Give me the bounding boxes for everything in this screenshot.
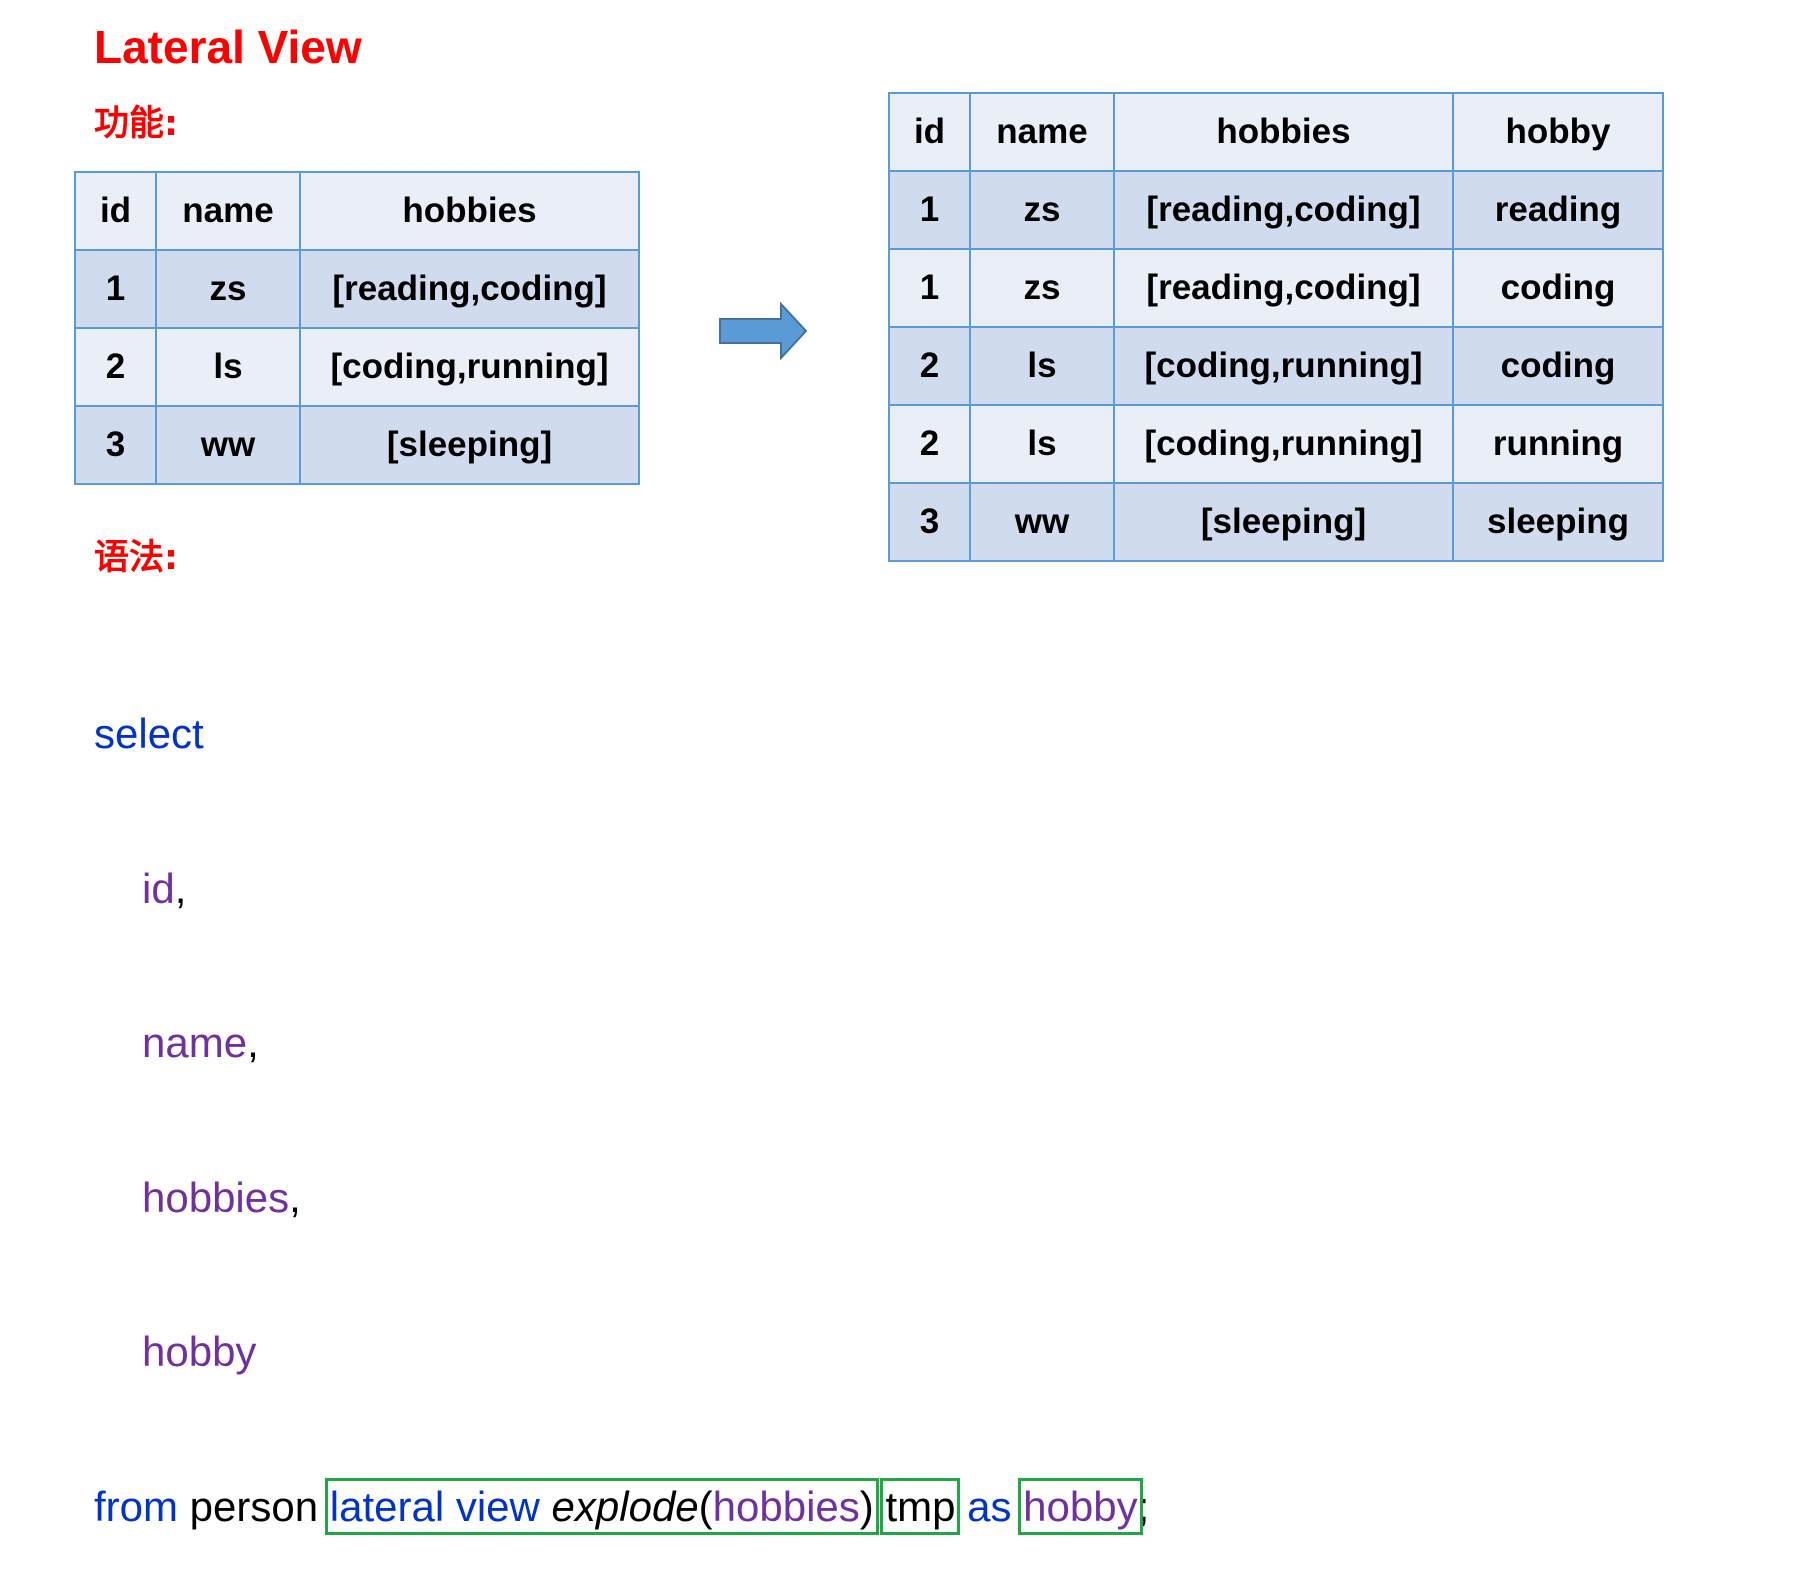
code-line-id: id, — [94, 863, 1149, 915]
code-line-select: select — [94, 708, 1149, 760]
code-line-from: from person lateral view explode(hobbies… — [94, 1477, 1150, 1535]
result-table-cell: 1 — [888, 170, 971, 250]
result-table-cell: 1 — [888, 248, 971, 328]
keyword-select: select — [94, 710, 204, 757]
column-hobby: hobby — [142, 1328, 257, 1375]
source-table-cell: 3 — [74, 405, 157, 485]
output-column-box: hobby — [1018, 1477, 1143, 1535]
source-table-cell: [coding,running] — [299, 327, 640, 407]
result-table-cell: zs — [969, 170, 1115, 250]
source-table-cell: [sleeping] — [299, 405, 640, 485]
result-table-cell: [sleeping] — [1113, 482, 1454, 562]
sql-code-block: select id, name, hobbies, hobby from per… — [94, 605, 1149, 1584]
result-table-header-cell: hobbies — [1113, 92, 1454, 172]
keyword-from: from — [94, 1482, 178, 1530]
source-table-cell: ww — [155, 405, 301, 485]
table-alias-box: tmp — [880, 1477, 961, 1535]
result-table-cell: [coding,running] — [1113, 404, 1454, 484]
right-arrow-icon — [719, 302, 808, 360]
result-table-cell: ww — [969, 482, 1115, 562]
source-table-header-cell: id — [74, 171, 157, 251]
result-table-cell: reading — [1452, 170, 1664, 250]
comma: , — [289, 1173, 301, 1221]
keyword-as: as — [967, 1482, 1012, 1530]
column-id: id — [142, 864, 175, 912]
result-table-cell: [reading,coding] — [1113, 248, 1454, 328]
paren-open: ( — [698, 1482, 713, 1530]
source-table-cell: ls — [155, 327, 301, 407]
function-explode: explode — [551, 1482, 699, 1530]
lateral-view-clause-box: lateral view explode(hobbies) — [324, 1477, 879, 1535]
result-table-cell: sleeping — [1452, 482, 1664, 562]
result-table-cell: 2 — [888, 404, 971, 484]
comma: , — [174, 864, 187, 912]
column-name: name — [142, 1019, 248, 1066]
result-table-cell: coding — [1452, 248, 1664, 328]
paren-close: ) — [859, 1482, 874, 1530]
column-hobbies: hobbies — [142, 1173, 290, 1221]
source-table-cell: 2 — [74, 327, 157, 407]
syntax-label: 语法: — [94, 538, 178, 578]
result-table-header-cell: name — [969, 92, 1115, 172]
page-title: Lateral View — [94, 21, 362, 73]
source-table-cell: zs — [155, 249, 301, 329]
result-table-cell: [coding,running] — [1113, 326, 1454, 406]
result-table-cell: ls — [969, 404, 1115, 484]
source-table-cell: [reading,coding] — [299, 249, 640, 329]
explode-argument: hobbies — [712, 1482, 860, 1530]
table-name: person — [189, 1482, 319, 1530]
code-line-name: name, — [94, 1017, 1149, 1069]
result-table-cell: ls — [969, 326, 1115, 406]
code-line-hobbies: hobbies, — [94, 1172, 1149, 1224]
source-table-header-cell: name — [155, 171, 301, 251]
comma: , — [247, 1019, 259, 1066]
keyword-lateral-view: lateral view — [329, 1482, 540, 1530]
result-table-header-cell: hobby — [1452, 92, 1664, 172]
source-table-cell: 1 — [74, 249, 157, 329]
result-table-header-cell: id — [888, 92, 971, 172]
source-table-header-cell: hobbies — [299, 171, 640, 251]
code-line-hobby: hobby — [94, 1326, 1149, 1378]
result-table-cell: [reading,coding] — [1113, 170, 1454, 250]
result-table-cell: coding — [1452, 326, 1664, 406]
function-label: 功能: — [94, 104, 178, 144]
result-table-cell: 2 — [888, 326, 971, 406]
result-table-cell: running — [1452, 404, 1664, 484]
result-table-cell: 3 — [888, 482, 971, 562]
semicolon: ; — [1137, 1482, 1150, 1530]
result-table-cell: zs — [969, 248, 1115, 328]
